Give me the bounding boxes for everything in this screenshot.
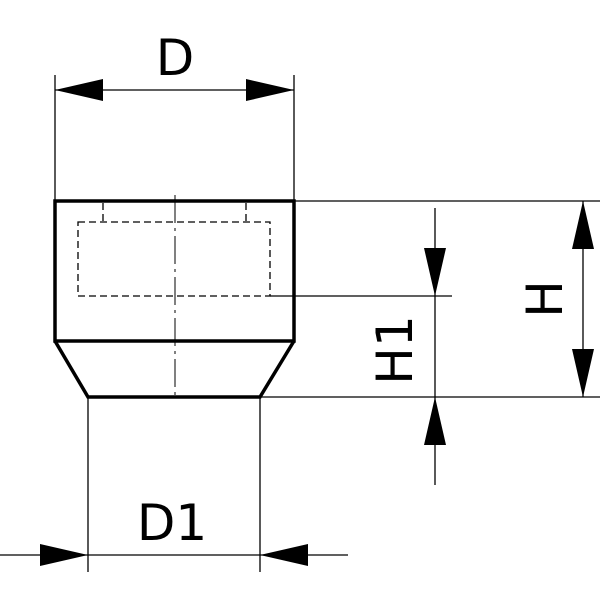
dimension-h: H (260, 200, 600, 398)
label-h1: H1 (366, 315, 424, 384)
arrowhead (55, 79, 103, 101)
arrowhead (424, 397, 446, 445)
dimension-d: D (54, 29, 295, 201)
label-h: H (516, 280, 574, 318)
arrowhead (260, 544, 308, 566)
arrowhead (572, 201, 594, 249)
arrowhead (40, 544, 88, 566)
arrowhead (572, 349, 594, 397)
dimension-d1: D1 (0, 397, 348, 572)
arrowhead (246, 79, 294, 101)
label-d: D (156, 29, 195, 87)
arrowhead (424, 248, 446, 296)
dimension-h1: H1 (270, 208, 452, 485)
hidden-cavity (77, 203, 271, 297)
label-d1: D1 (137, 494, 207, 552)
